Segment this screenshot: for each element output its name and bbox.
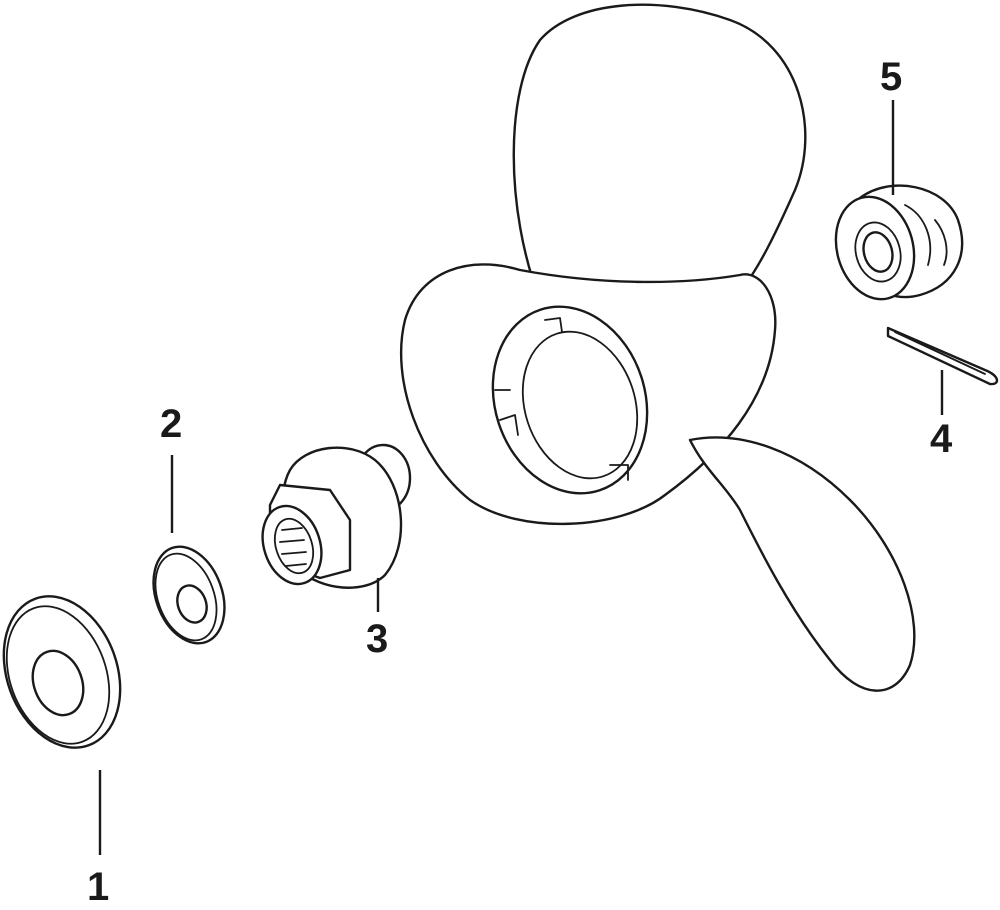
callout-label-5: 5 bbox=[880, 55, 902, 99]
propeller-lower-blade bbox=[688, 436, 916, 692]
propeller-bore-notches bbox=[494, 317, 629, 481]
cotter-pin bbox=[886, 326, 999, 386]
drive-sleeve bbox=[261, 443, 412, 589]
callout-label-4: 4 bbox=[930, 417, 953, 461]
callout-label-2: 2 bbox=[160, 402, 182, 446]
splined-washer bbox=[152, 545, 226, 645]
thrust-washer bbox=[2, 595, 122, 749]
callout-label-1: 1 bbox=[87, 865, 109, 909]
callout-label-3: 3 bbox=[366, 617, 388, 661]
propeller-nut bbox=[834, 184, 964, 301]
propeller-bore-inner bbox=[521, 330, 639, 480]
propeller bbox=[400, 3, 916, 692]
propeller-bore-outer bbox=[491, 305, 649, 495]
propeller-upper-blade bbox=[512, 3, 807, 302]
